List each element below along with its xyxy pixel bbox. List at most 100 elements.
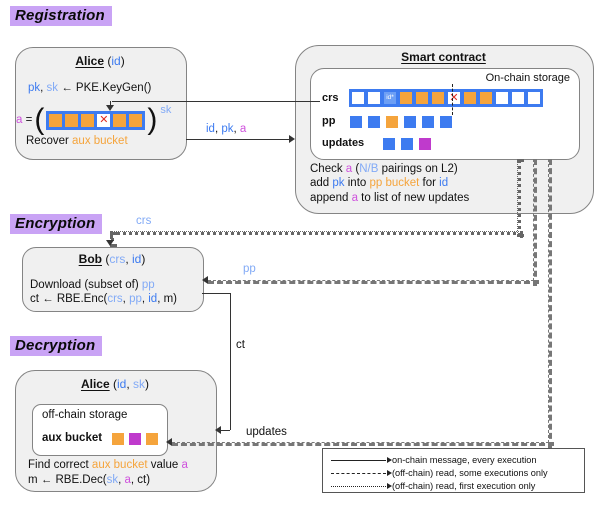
storage-cell-m [419, 138, 431, 150]
off-chain-storage-label: off-chain storage [42, 409, 128, 421]
dotted-line-sample [331, 483, 392, 489]
arrow-pp-hline [208, 280, 539, 284]
arrow-ct-hline2 [221, 430, 230, 431]
section-label-encryption: Encryption [10, 214, 103, 234]
crs-storage-bar: id* ✕ [349, 89, 543, 107]
arrow-updates-head [166, 438, 172, 446]
arrow-id-pk-a-head [289, 135, 295, 143]
smart-contract-title: Smart contract [401, 50, 486, 64]
find-aux-line: Find correct aux bucket value a [28, 459, 188, 471]
on-chain-storage-label: On-chain storage [485, 72, 570, 84]
solid-line-sample [331, 457, 392, 463]
storage-cell-w [512, 92, 524, 104]
storage-cell-o [49, 113, 63, 127]
pp-row-label: pp [322, 115, 336, 127]
dec-line: m ← RBE.Dec(sk, a, ct) [28, 474, 151, 486]
logic-check-line: Check a (N/B pairings on L2) [310, 163, 458, 175]
a-equals: a = [16, 114, 33, 126]
arrow-ct-vline [230, 293, 231, 430]
logic-add-line: add pk into pp bucket for id [310, 177, 449, 190]
legend-label: on-chain message, every execution [392, 455, 537, 465]
bob-encryption-box [22, 247, 204, 312]
arrow-crs-label: crs [136, 215, 152, 227]
alice-registration-box [15, 47, 187, 160]
arrow-crs-hline [110, 231, 523, 235]
arrow-updates-hline [172, 442, 554, 446]
section-label-decryption: Decryption [10, 336, 103, 356]
alice-a-equation: a = ( ✕ ) sk [16, 103, 171, 137]
legend-row-offchain-some: (off-chain) read, some executions only [331, 468, 584, 478]
section-label-registration: Registration [10, 6, 112, 26]
storage-cell-b [350, 116, 362, 128]
storage-cell-o [146, 433, 158, 445]
arrow-updates-vline [548, 159, 552, 448]
storage-cell-w [496, 92, 508, 104]
on-chain-storage-box [310, 68, 580, 160]
alice-aux-bucket-bar: ✕ [46, 110, 146, 130]
storage-cell-b [440, 116, 452, 128]
storage-cell-b [401, 138, 413, 150]
off-chain-storage-box [32, 404, 168, 456]
aux-bucket-label: aux bucket [42, 432, 103, 444]
arrowhead-icon [387, 483, 392, 489]
arrow-id-pk-a-line [186, 139, 290, 140]
storage-cell-b [422, 116, 434, 128]
bob-download-line: Download (subset of) pp [30, 279, 155, 291]
legend-label: (off-chain) read, some executions only [392, 468, 548, 478]
logic-append-line: append a to list of new updates [310, 191, 470, 204]
storage-cell-o [464, 92, 476, 104]
arrow-crs-to-bucket-hline [112, 101, 320, 102]
bob-title: Bob (crs, id) [78, 252, 146, 266]
crs-progress-divider [452, 84, 453, 115]
arrow-pp-head [202, 276, 208, 284]
keygen-line: pk, sk ← PKE.KeyGen() [28, 82, 152, 94]
storage-cell-m [129, 433, 141, 445]
open-paren: ( [34, 103, 45, 136]
arrow-pp-vline [533, 159, 537, 286]
bob-enc-line: ct ← RBE.Enc(crs, pp, id, m) [30, 293, 178, 305]
aux-bucket-row [112, 433, 158, 445]
dashed-line-sample [331, 470, 392, 476]
storage-cell-o [112, 433, 124, 445]
storage-cell-w [368, 92, 380, 104]
storage-cell-o [416, 92, 428, 104]
arrow-ct-head [215, 426, 221, 434]
close-paren: ) [147, 103, 158, 136]
arrow-crs-to-bucket-vline [110, 101, 111, 106]
storage-cell-o [432, 92, 444, 104]
legend: on-chain message, every execution (off-c… [322, 448, 585, 493]
legend-label: (off-chain) read, first execution only [392, 481, 536, 491]
updates-storage-row [383, 138, 431, 150]
arrow-crs-vline [517, 159, 521, 237]
storage-cell-x: ✕ [448, 92, 460, 104]
storage-cell-o [386, 116, 398, 128]
storage-cell-o [480, 92, 492, 104]
storage-cell-b [404, 116, 416, 128]
alice-registration-title: Alice (id) [75, 54, 125, 68]
arrowhead-icon [387, 470, 392, 476]
arrow-crs-to-bucket-head [106, 105, 114, 111]
storage-cell-o [81, 113, 95, 127]
arrow-ct-label: ct [236, 339, 245, 351]
storage-cell-o [113, 113, 127, 127]
legend-row-onchain: on-chain message, every execution [331, 455, 584, 465]
updates-row-label: updates [322, 137, 365, 149]
storage-cell-w [528, 92, 540, 104]
storage-cell-b [383, 138, 395, 150]
arrow-id-pk-a-label: id, pk, a [206, 123, 247, 135]
storage-cell-id: id* [384, 92, 396, 104]
storage-cell-w [352, 92, 364, 104]
arrow-pp-label: pp [243, 263, 256, 275]
legend-row-offchain-first: (off-chain) read, first execution only [331, 481, 584, 491]
arrow-crs-head [106, 240, 114, 246]
storage-cell-o [65, 113, 79, 127]
smart-contract-logic: Check a (N/B pairings on L2) add pk into… [310, 162, 469, 205]
crs-row-label: crs [322, 92, 339, 104]
arrow-ct-hline1 [202, 293, 230, 294]
arrowhead-icon [387, 457, 392, 463]
storage-cell-b [368, 116, 380, 128]
pp-storage-row [350, 116, 452, 128]
arrow-updates-label: updates [246, 426, 287, 438]
storage-cell-o [400, 92, 412, 104]
